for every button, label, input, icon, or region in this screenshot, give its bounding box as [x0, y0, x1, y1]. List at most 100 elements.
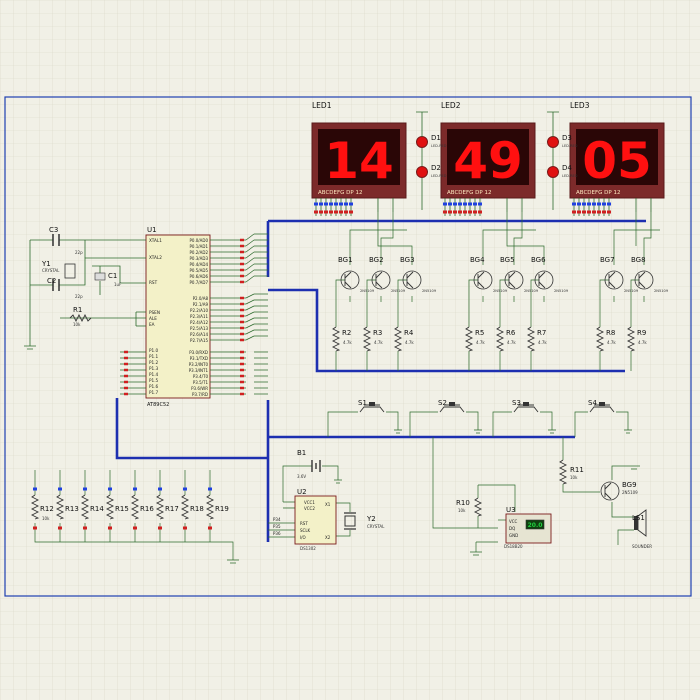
mcu-pin-p11: P1.1	[149, 354, 159, 359]
osc-r1-value: 10k	[73, 322, 81, 327]
colon-led-d4-value: LED-RED	[562, 174, 578, 178]
buzzer-bg9[interactable]	[600, 481, 620, 501]
transistor-bg2-part: 2N5109	[391, 289, 406, 293]
mcu-pin-p34: P3.4/T0	[193, 374, 209, 379]
mcu-pin-p23: P2.3/A11	[190, 314, 208, 319]
battery-b1[interactable]	[311, 460, 321, 472]
switch-s3-label: S3	[512, 399, 521, 407]
sensor-ref: U3	[506, 506, 516, 514]
transistor-bg6[interactable]	[534, 270, 554, 290]
colon-led-d2[interactable]: D2 LED-RED	[416, 164, 447, 178]
pullup-r17-ref: R17	[165, 505, 179, 513]
switch-s2[interactable]	[439, 402, 465, 413]
buzzer-bg9-ref: BG9	[622, 481, 637, 489]
sensor-u3[interactable]	[505, 513, 552, 544]
transistor-bg8-ref: BG8	[631, 256, 646, 264]
mcu-pin-xtal1: XTAL1	[149, 238, 162, 243]
mcu-pin-p04: P0.4/AD4	[190, 262, 209, 267]
display-led2[interactable]: 49 ABCDEFG DP 12	[440, 122, 536, 199]
transistor-ref-labels: BG1 BG2 BG3 BG4 BG5 BG6 BG7 BG8	[338, 256, 646, 264]
crystal-y2-value: CRYSTAL	[367, 524, 385, 529]
mcu-pin-psen: PSEN	[149, 310, 160, 315]
mcu-pin-p03: P0.3/AD3	[190, 256, 209, 261]
crystal-y2[interactable]	[344, 512, 356, 530]
mcu-pin-p21: P2.1/A9	[193, 302, 209, 307]
mcu-pin-p20: P2.0/A8	[193, 296, 209, 301]
mcu-pin-ea: EA	[149, 322, 155, 327]
transistor-bg3[interactable]	[402, 270, 422, 290]
display-pin-markers	[314, 202, 611, 214]
mcu-pin-markers	[124, 238, 244, 396]
colon-led-d3[interactable]: D3 LED-RED	[547, 134, 578, 148]
mcu-pin-p25: P2.5/A13	[190, 326, 208, 331]
display-led2-ref: LED2	[441, 101, 461, 110]
pullup-r16-ref: R16	[140, 505, 154, 513]
transistor-bg2-ref: BG2	[369, 256, 384, 264]
bus-lines	[115, 219, 646, 542]
osc-r1-ref: R1	[73, 306, 82, 314]
rtc-wiring	[268, 465, 351, 538]
pullup-resistor-bodies[interactable]	[30, 494, 215, 520]
transistor-bg1[interactable]	[340, 270, 360, 290]
base-resistor-bodies[interactable]	[331, 326, 636, 352]
transistor-bg8-part: 2N5109	[654, 289, 669, 293]
osc-c2-ref: C2	[47, 277, 56, 285]
display-led3[interactable]: 05 ABCDEFG DP 12	[569, 122, 665, 199]
oscillator-circuit[interactable]	[24, 234, 146, 350]
osc-y1-ref: Y1	[41, 260, 51, 268]
display-led1-digits: 14	[324, 132, 394, 190]
pullup-pin-markers	[33, 487, 212, 530]
display-led1[interactable]: 14 ABCDEFG DP 12	[311, 122, 407, 199]
colon-led-d3-ref: D3	[562, 134, 572, 142]
switch-s1[interactable]	[359, 402, 385, 413]
rtc-pin-sclk: SCLK	[300, 528, 311, 533]
mcu-pin-p33: P3.3/INT1	[189, 368, 209, 373]
pullup-ref-labels: R12 R13 R14 R15 R16 R17 R18 R19	[40, 505, 229, 513]
colon-led-d2-value: LED-RED	[431, 174, 447, 178]
switch-s4[interactable]	[589, 402, 615, 413]
sheet-border	[4, 96, 692, 597]
rtc-port-p36: P36	[273, 531, 281, 536]
rtc-ref: U2	[297, 488, 307, 496]
sensor-pin-dq: DQ	[509, 526, 515, 531]
buzzer-bg9-part: 2N5109	[622, 490, 638, 495]
transistor-bg2[interactable]	[371, 270, 391, 290]
pullup-r14-ref: R14	[90, 505, 104, 513]
resistor-r7-value: 4.7k	[538, 340, 547, 345]
mcu-pin-p16: P1.6	[149, 384, 159, 389]
sensor-pin-gnd: GND	[509, 533, 518, 538]
resistor-r5-value: 4.7k	[476, 340, 485, 345]
base-resistor-refs: R2 R3 R4 R5 R6 R7 R8 R9	[342, 329, 646, 337]
mcu-ref: U1	[147, 226, 157, 234]
osc-c3-value: 22p	[75, 250, 83, 255]
sensor-readout: 20.0	[528, 522, 543, 529]
resistor-r6-ref: R6	[506, 329, 516, 337]
display-led3-digits: 05	[582, 132, 652, 190]
mcu-pin-p17: P1.7	[149, 390, 159, 395]
rtc-u2[interactable]	[294, 495, 337, 545]
mcu-u1[interactable]	[145, 234, 211, 399]
buzzer-r11-body[interactable]	[558, 459, 568, 485]
transistor-bg8[interactable]	[634, 270, 654, 290]
sensor-r10-value: 10k	[458, 508, 466, 513]
base-resistor-values: 4.7k 4.7k 4.7k 4.7k 4.7k 4.7k 4.7k 4.7k	[343, 340, 647, 345]
transistor-bg4[interactable]	[473, 270, 493, 290]
colon-led-d4[interactable]: D4 LED-RED	[547, 164, 578, 178]
sensor-r10-ref: R10	[456, 499, 470, 507]
colon-led-d2-ref: D2	[431, 164, 441, 172]
transistor-bg6-ref: BG6	[531, 256, 546, 264]
sensor-r10-body[interactable]	[473, 497, 483, 517]
transistor-bg5[interactable]	[504, 270, 524, 290]
transistor-bg7[interactable]	[604, 270, 624, 290]
speaker-ls1[interactable]	[634, 509, 647, 537]
mcu-pin-p00: P0.0/AD0	[190, 238, 209, 243]
switch-s2-label: S2	[438, 399, 447, 407]
sensor-wiring	[432, 437, 516, 556]
resistor-r2-ref: R2	[342, 329, 351, 337]
battery-value: 3.6V	[297, 474, 306, 479]
mcu-pin-p01: P0.1/AD1	[190, 244, 209, 249]
colon-led-wiring	[416, 111, 559, 210]
switch-s3[interactable]	[513, 402, 539, 413]
pullup-r18-ref: R18	[190, 505, 204, 513]
